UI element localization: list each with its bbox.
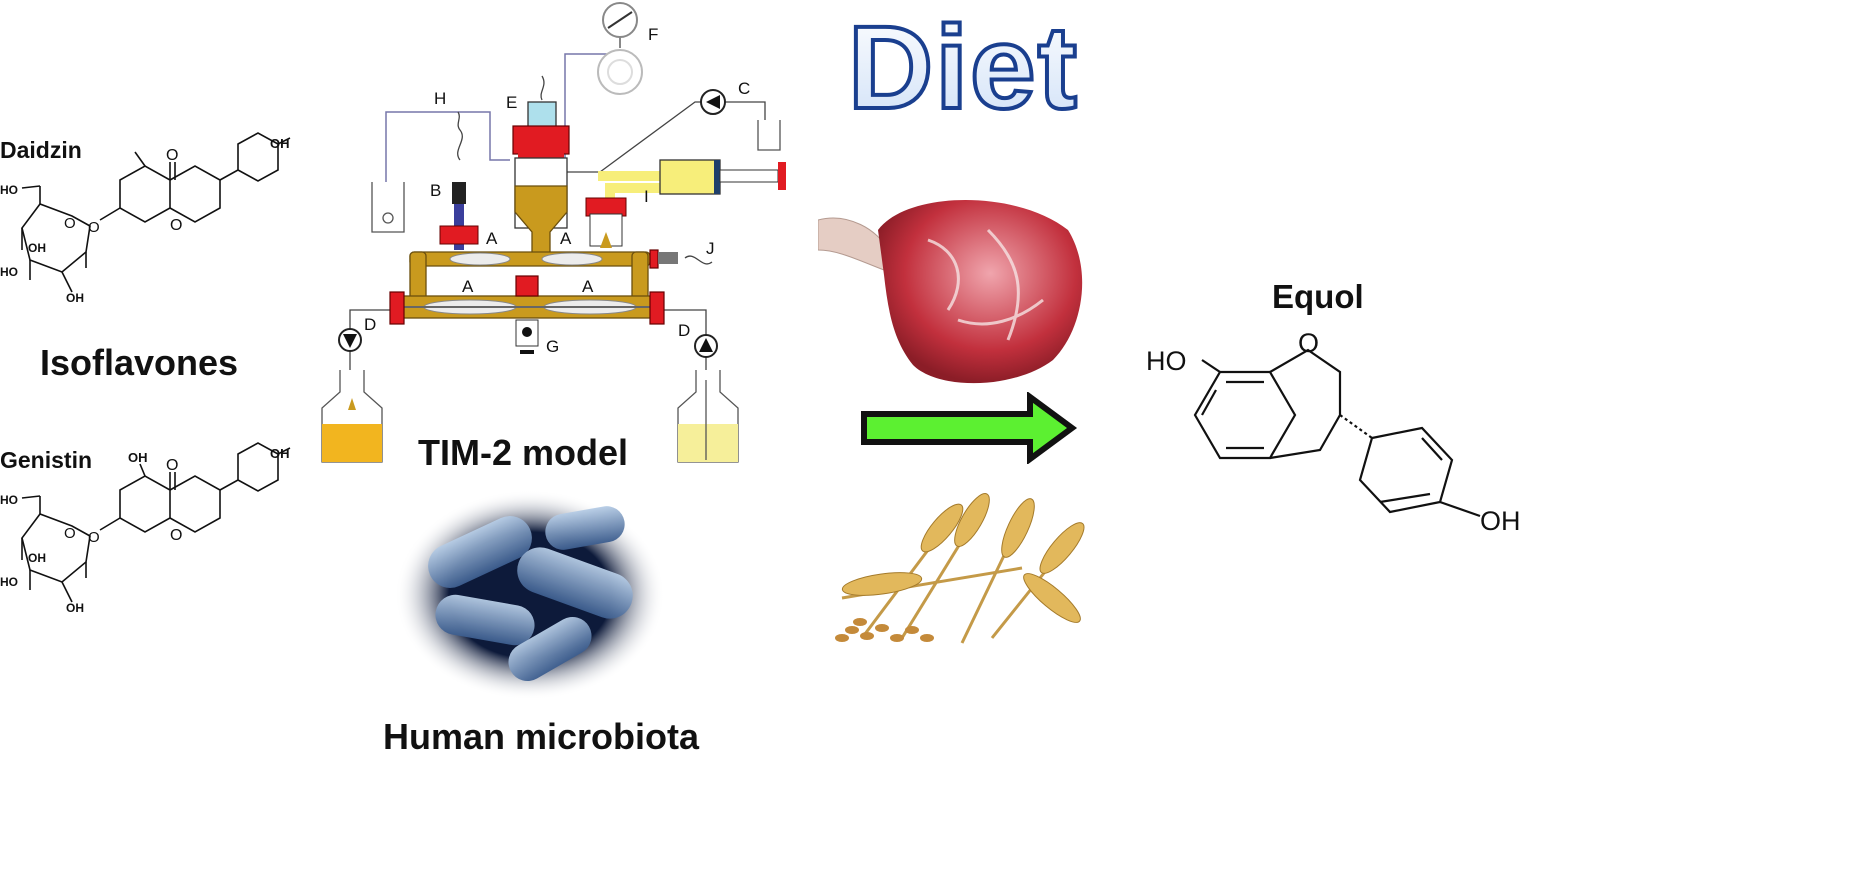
genistin-oh-bottom: OH (66, 601, 84, 615)
pump-c (700, 89, 726, 115)
daidzin-ho-bottom: HO (0, 265, 18, 279)
isoflavones-label: Isoflavones (40, 342, 239, 383)
part-label-i: I (644, 187, 649, 206)
genistin-name: Genistin (0, 447, 92, 473)
level-sensor-g (515, 319, 539, 354)
arrow-diet-to-equol (861, 392, 1078, 464)
part-label-j: J (706, 239, 715, 258)
pump-d-right (694, 334, 718, 358)
daidzin-name: Daidzin (0, 137, 82, 163)
tim2-model-label: TIM-2 model (418, 432, 629, 473)
beaker-h (371, 182, 405, 233)
part-label-a3: A (462, 277, 474, 296)
pump-d-left (338, 328, 362, 352)
bottle-right (677, 370, 739, 463)
pressure-gauge-f (597, 2, 643, 95)
diet-title: Diet (846, 0, 1079, 125)
equol-structure: HO O OH (1146, 330, 1521, 536)
tim2-apparatus-diagram: A A A A B C D D E F G H I J (321, 2, 786, 463)
wheat-photo (835, 493, 1085, 644)
genistin-oh-top: OH (270, 446, 290, 461)
part-label-h: H (434, 89, 446, 108)
syringe-i (585, 159, 786, 248)
daidzin-o-sugar: O (64, 215, 76, 232)
daidzin-structure: Daidzin O OH O O O HO OH HO OH (0, 132, 291, 305)
meat-photo (818, 200, 1083, 384)
equol-oh: OH (1480, 506, 1521, 536)
daidzin-oh-top: OH (270, 136, 290, 151)
genistin-ho-left: HO (0, 493, 18, 507)
genistin-ho-bottom: HO (0, 575, 18, 589)
human-microbiota-label: Human microbiota (383, 716, 700, 757)
part-label-c: C (738, 79, 750, 98)
bottle-left (321, 370, 383, 463)
genistin-o-carbonyl: O (166, 457, 178, 474)
diet-title-text: Diet (848, 2, 1079, 125)
daidzin-oh-bottom: OH (66, 291, 84, 305)
genistin-o-link: O (88, 529, 100, 546)
genistin-o-sugar: O (64, 525, 76, 542)
part-label-a4: A (582, 277, 594, 296)
daidzin-ho-left: HO (0, 183, 18, 197)
daidzin-oh-ring: OH (28, 241, 46, 255)
part-label-f: F (648, 25, 658, 44)
daidzin-o-link: O (88, 219, 100, 236)
genistin-oh-5: OH (128, 450, 148, 465)
genistin-oh-ring: OH (28, 551, 46, 565)
probe-b (439, 182, 479, 250)
genistin-structure: Genistin OH O OH O O O HO OH HO OH (0, 442, 291, 615)
part-label-a2: A (560, 229, 572, 248)
part-label-a1: A (486, 229, 498, 248)
genistin-o-ring: O (170, 527, 182, 544)
daidzin-o-carbonyl: O (166, 147, 178, 164)
equol-ho: HO (1146, 346, 1187, 376)
part-label-d1: D (364, 315, 376, 334)
part-label-b: B (430, 181, 441, 200)
reactor-column-e (512, 101, 570, 256)
equol-label: Equol (1272, 278, 1364, 315)
bacteria-photo (395, 490, 665, 700)
equol-o-ring: O (1298, 330, 1319, 358)
part-label-d2: D (678, 321, 690, 340)
daidzin-o-ring: O (170, 217, 182, 234)
part-label-e: E (506, 93, 517, 112)
part-label-g: G (546, 337, 559, 356)
